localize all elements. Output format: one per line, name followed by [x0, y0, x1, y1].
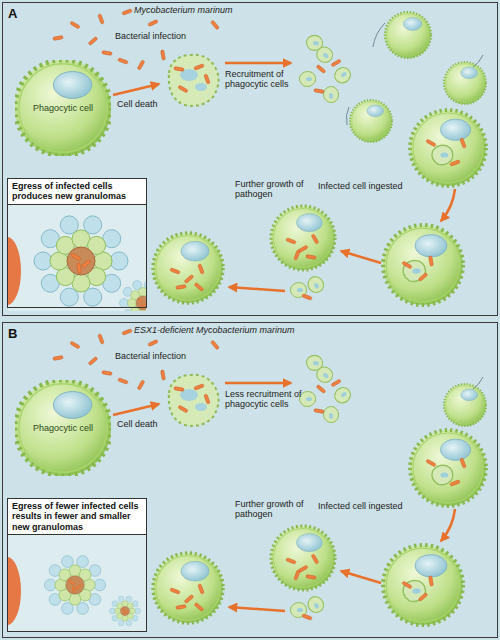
granuloma-inset-art	[8, 499, 146, 631]
panel-letter: B	[3, 323, 22, 344]
legend-label: ESX1-deficient Mycobacterium marinum	[134, 325, 295, 335]
inset-heading: Egress of infected cells produces new gr…	[8, 179, 146, 205]
phagocytic-cell: Phagocytic cell	[15, 380, 111, 476]
step-label: Further growth of pathogen	[235, 179, 307, 200]
step-label: Further growth of pathogen	[235, 499, 307, 520]
step-label: Recruitment of phagocytic cells	[225, 69, 301, 90]
step-label: Cell death	[117, 419, 158, 429]
recruited-cells	[444, 377, 486, 426]
granuloma-inset: Egress of infected cells produces new gr…	[7, 178, 147, 308]
granuloma-inset: Egress of fewer infected cells results i…	[7, 498, 147, 632]
process-art	[53, 329, 486, 625]
panel-b-art	[0, 329, 486, 631]
process-art	[53, 9, 486, 305]
inset-heading: Egress of fewer infected cells results i…	[8, 499, 146, 535]
step-label: Cell death	[117, 99, 158, 109]
phagocytic-cell: Phagocytic cell	[15, 60, 111, 156]
figure-panel: A Phagocytic cellEgress of infected cells…	[2, 2, 498, 316]
step-label: Infected cell ingested	[318, 181, 403, 191]
cell-shape	[15, 380, 111, 476]
recruited-cells	[346, 12, 486, 142]
legend-label: Mycobacterium marinum	[134, 5, 233, 15]
step-label: Infected cell ingested	[318, 501, 403, 511]
step-label: Bacterial infection	[115, 31, 186, 41]
figure-panel: B Phagocytic cellEgress of fewer infected…	[2, 322, 498, 638]
panel-a-art	[0, 9, 486, 326]
cell-label: Phagocytic cell	[32, 103, 94, 113]
step-label: Less recruitment of phagocytic cells	[225, 389, 309, 410]
step-label: Bacterial infection	[115, 351, 186, 361]
cell-label: Phagocytic cell	[32, 423, 94, 433]
panel-letter: A	[3, 3, 22, 24]
granuloma-inset-art	[8, 179, 146, 311]
cell-shape	[15, 60, 111, 156]
